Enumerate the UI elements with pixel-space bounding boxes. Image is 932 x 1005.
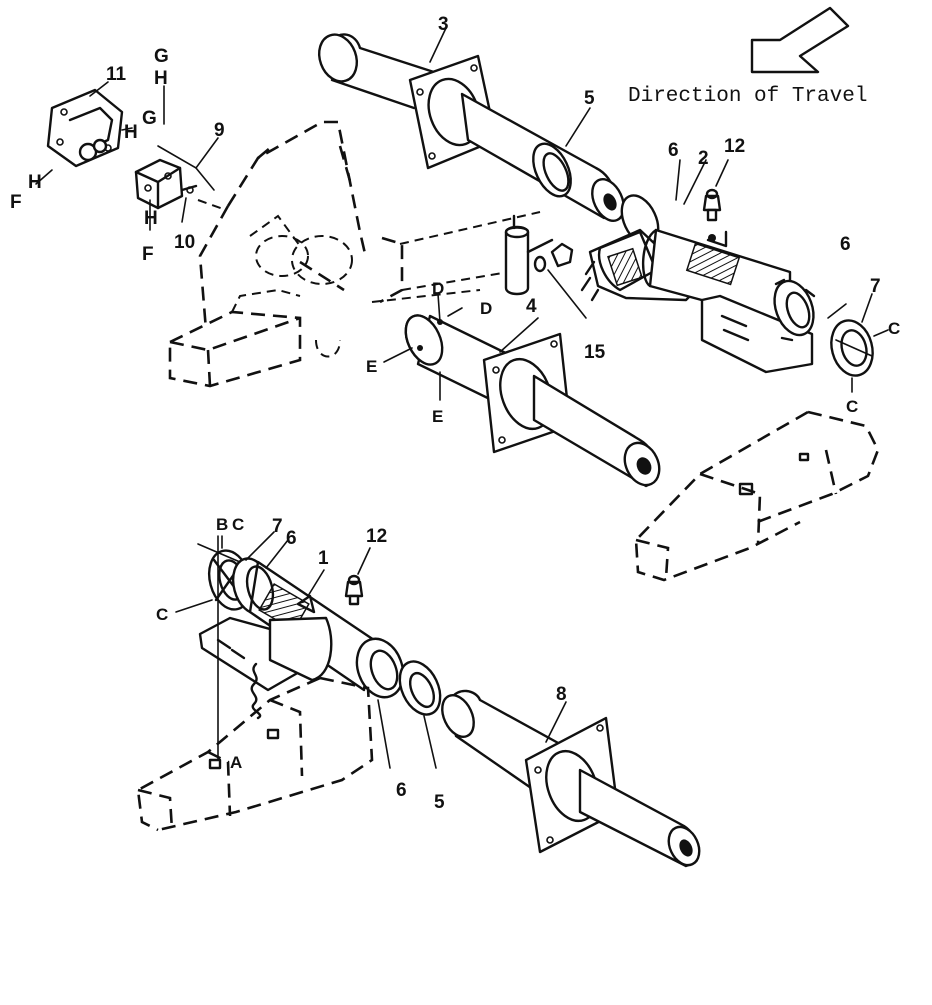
- ref-A: A: [230, 753, 242, 772]
- callout-10: 10: [174, 232, 195, 253]
- callout-6-top-right: 6: [840, 234, 851, 255]
- ref-D-right: D: [480, 299, 492, 318]
- direction-arrow-icon: [750, 6, 850, 74]
- block-10: [134, 158, 198, 210]
- callout-5-top: 5: [584, 88, 595, 109]
- grease-fitting-12-top: [702, 159, 729, 222]
- ref-H-top: H: [154, 68, 168, 89]
- callout-12-bottom: 12: [366, 526, 387, 547]
- tube-3: [317, 27, 625, 222]
- ref-G-top: G: [154, 46, 169, 67]
- tube-8: [441, 689, 701, 868]
- ref-H-right: H: [124, 122, 138, 143]
- ref-C-top-right: C: [888, 319, 900, 338]
- washer-5-top: [532, 107, 591, 198]
- frame-plate: [168, 120, 541, 388]
- hub-assembly-2: [580, 159, 816, 374]
- ref-C-top-lower: C: [846, 397, 858, 416]
- tube-4: [383, 293, 661, 488]
- washer-5-bottom: [398, 660, 442, 769]
- callout-2: 2: [698, 148, 709, 169]
- ref-E-left: E: [366, 357, 377, 376]
- callout-7-bottom: 7: [272, 516, 283, 537]
- washer-7-top: [827, 293, 889, 393]
- bracket-11: [46, 88, 124, 168]
- ref-B: B: [216, 515, 228, 534]
- callout-6-top-left: 6: [668, 140, 679, 161]
- ref-F-lower: F: [142, 244, 154, 265]
- hub-assembly-1: [175, 531, 405, 769]
- callout-8: 8: [556, 684, 567, 705]
- callout-9: 9: [214, 120, 225, 141]
- ref-G-mid: G: [142, 108, 157, 129]
- callout-5-bottom: 5: [434, 792, 445, 813]
- callout-12-top: 12: [724, 136, 745, 157]
- callout-6-bottom-left: 6: [286, 528, 297, 549]
- callout-11: 11: [106, 64, 127, 85]
- callout-6-bottom: 6: [396, 780, 407, 801]
- callout-7-top: 7: [870, 276, 881, 297]
- direction-of-travel-label: Direction of Travel: [628, 85, 867, 108]
- ref-H-lower: H: [144, 208, 158, 229]
- ref-H-left: H: [28, 172, 42, 193]
- callout-1: 1: [318, 548, 329, 569]
- ref-E-bottom: E: [432, 407, 443, 426]
- grease-fitting-12-bottom: [344, 547, 371, 606]
- ref-D-left: D: [432, 279, 444, 298]
- bolt-15: [533, 242, 587, 319]
- frame-tube-right: [634, 410, 880, 582]
- ref-C-bottom-left: C: [156, 605, 168, 624]
- ref-F-left: F: [10, 192, 22, 213]
- frame-tube-bottom: [136, 676, 374, 832]
- cylinder-pin: [504, 214, 554, 296]
- callout-4: 4: [526, 296, 537, 317]
- ref-C-bottom-top: C: [232, 515, 244, 534]
- callout-3: 3: [438, 14, 449, 35]
- callout-15: 15: [584, 342, 606, 363]
